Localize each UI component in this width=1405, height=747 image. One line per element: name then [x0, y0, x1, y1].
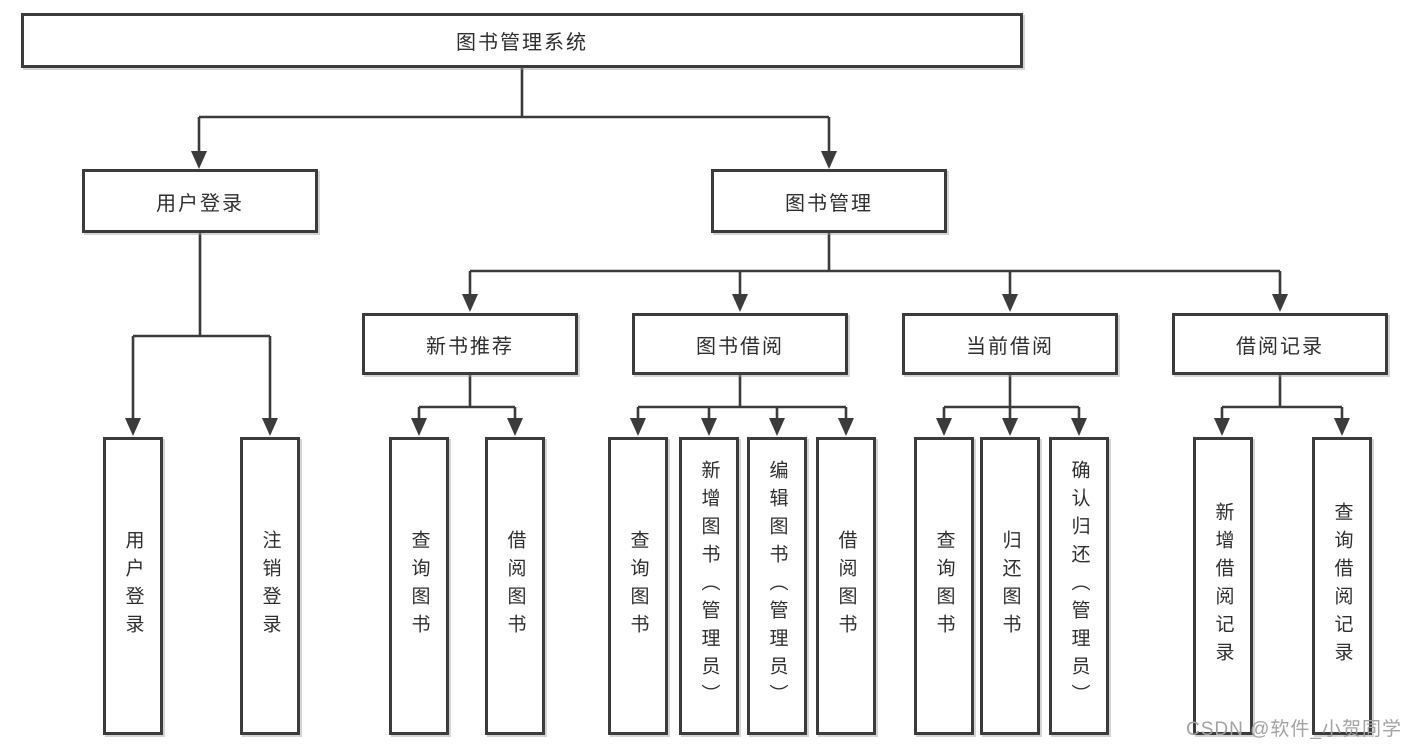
leaf-user-login: 用户登录 [103, 437, 163, 735]
node-new-book-recommendation-label: 新书推荐 [426, 335, 514, 358]
leaf-query-borrow-record-label: 查询借阅记录 [1331, 502, 1353, 670]
leaf-query-books-recommend-label: 查询图书 [408, 530, 430, 642]
leaf-add-borrow-record-label: 新增借阅记录 [1212, 502, 1234, 670]
node-borrowing-records: 借阅记录 [1172, 313, 1388, 375]
csdn-watermark: CSDN @软件_小贺同学 [1186, 719, 1402, 740]
node-borrowing-records-label: 借阅记录 [1236, 335, 1324, 358]
leaf-borrow-books-recommend: 借阅图书 [485, 437, 545, 735]
node-book-borrowing: 图书借阅 [632, 313, 848, 375]
leaf-query-books-current-label: 查询图书 [933, 530, 955, 642]
leaf-query-books-borrowing-label: 查询图书 [627, 530, 649, 642]
leaf-query-books-current: 查询图书 [914, 437, 974, 735]
leaf-return-books-label: 归还图书 [999, 530, 1021, 642]
node-book-borrowing-label: 图书借阅 [696, 335, 784, 358]
leaf-logout: 注销登录 [240, 437, 300, 735]
root-node-label: 图书管理系统 [456, 32, 588, 54]
leaf-borrow-books: 借阅图书 [816, 437, 876, 735]
leaf-user-login-label: 用户登录 [122, 530, 144, 642]
leaf-add-borrow-record: 新增借阅记录 [1193, 437, 1253, 735]
leaf-return-books: 归还图书 [980, 437, 1040, 735]
node-book-management-label: 图书管理 [785, 192, 873, 215]
root-node-system: 图书管理系统 [21, 13, 1023, 68]
node-book-management: 图书管理 [711, 169, 947, 233]
leaf-query-books-borrowing: 查询图书 [608, 437, 668, 735]
leaf-edit-books-admin: 编辑图书（管理员） [747, 437, 807, 735]
node-user-login-label: 用户登录 [156, 192, 244, 215]
leaf-query-borrow-record: 查询借阅记录 [1312, 437, 1372, 735]
leaf-confirm-return-admin: 确认归还（管理员） [1049, 437, 1109, 735]
node-current-borrowing: 当前借阅 [902, 313, 1118, 375]
leaf-add-books-admin-label: 新增图书（管理员） [698, 460, 720, 712]
leaf-logout-label: 注销登录 [259, 530, 281, 642]
leaf-confirm-return-admin-label: 确认归还（管理员） [1068, 460, 1090, 712]
leaf-borrow-books-recommend-label: 借阅图书 [504, 530, 526, 642]
node-new-book-recommendation: 新书推荐 [362, 313, 578, 375]
leaf-edit-books-admin-label: 编辑图书（管理员） [766, 460, 788, 712]
node-current-borrowing-label: 当前借阅 [966, 335, 1054, 358]
node-user-login: 用户登录 [82, 169, 318, 233]
leaf-query-books-recommend: 查询图书 [389, 437, 449, 735]
leaf-add-books-admin: 新增图书（管理员） [679, 437, 739, 735]
leaf-borrow-books-label: 借阅图书 [835, 530, 857, 642]
